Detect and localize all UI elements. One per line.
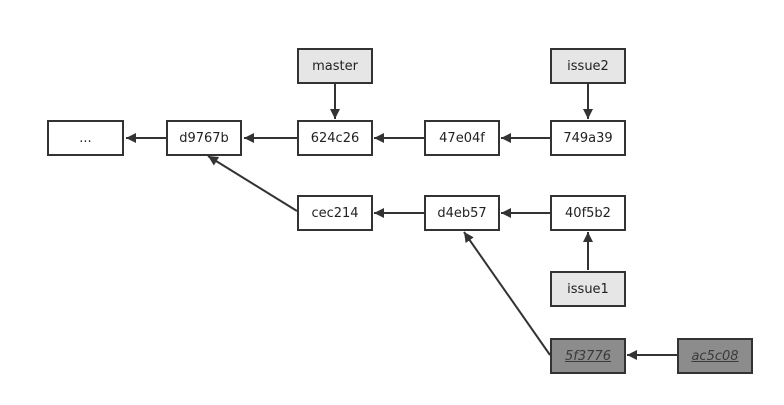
commit-cec214: cec214 [297, 195, 373, 231]
ref-master: master [297, 48, 373, 84]
commit-d4eb57: d4eb57 [424, 195, 500, 231]
commit-5f3776: 5f3776 [550, 338, 626, 374]
edge-cec214-to-d9767b [207, 155, 298, 212]
commit-749a39: 749a39 [550, 120, 626, 156]
commit-ellipsis: ... [47, 120, 124, 156]
ref-issue2: issue2 [550, 48, 626, 84]
commit-40f5b2: 40f5b2 [550, 195, 626, 231]
commit-624c26: 624c26 [297, 120, 373, 156]
ref-issue1: issue1 [550, 271, 626, 307]
commit-47e04f: 47e04f [424, 120, 500, 156]
commit-ac5c08: ac5c08 [677, 338, 753, 374]
edge-5f3776-to-d4eb57 [463, 231, 551, 356]
commit-d9767b: d9767b [166, 120, 242, 156]
